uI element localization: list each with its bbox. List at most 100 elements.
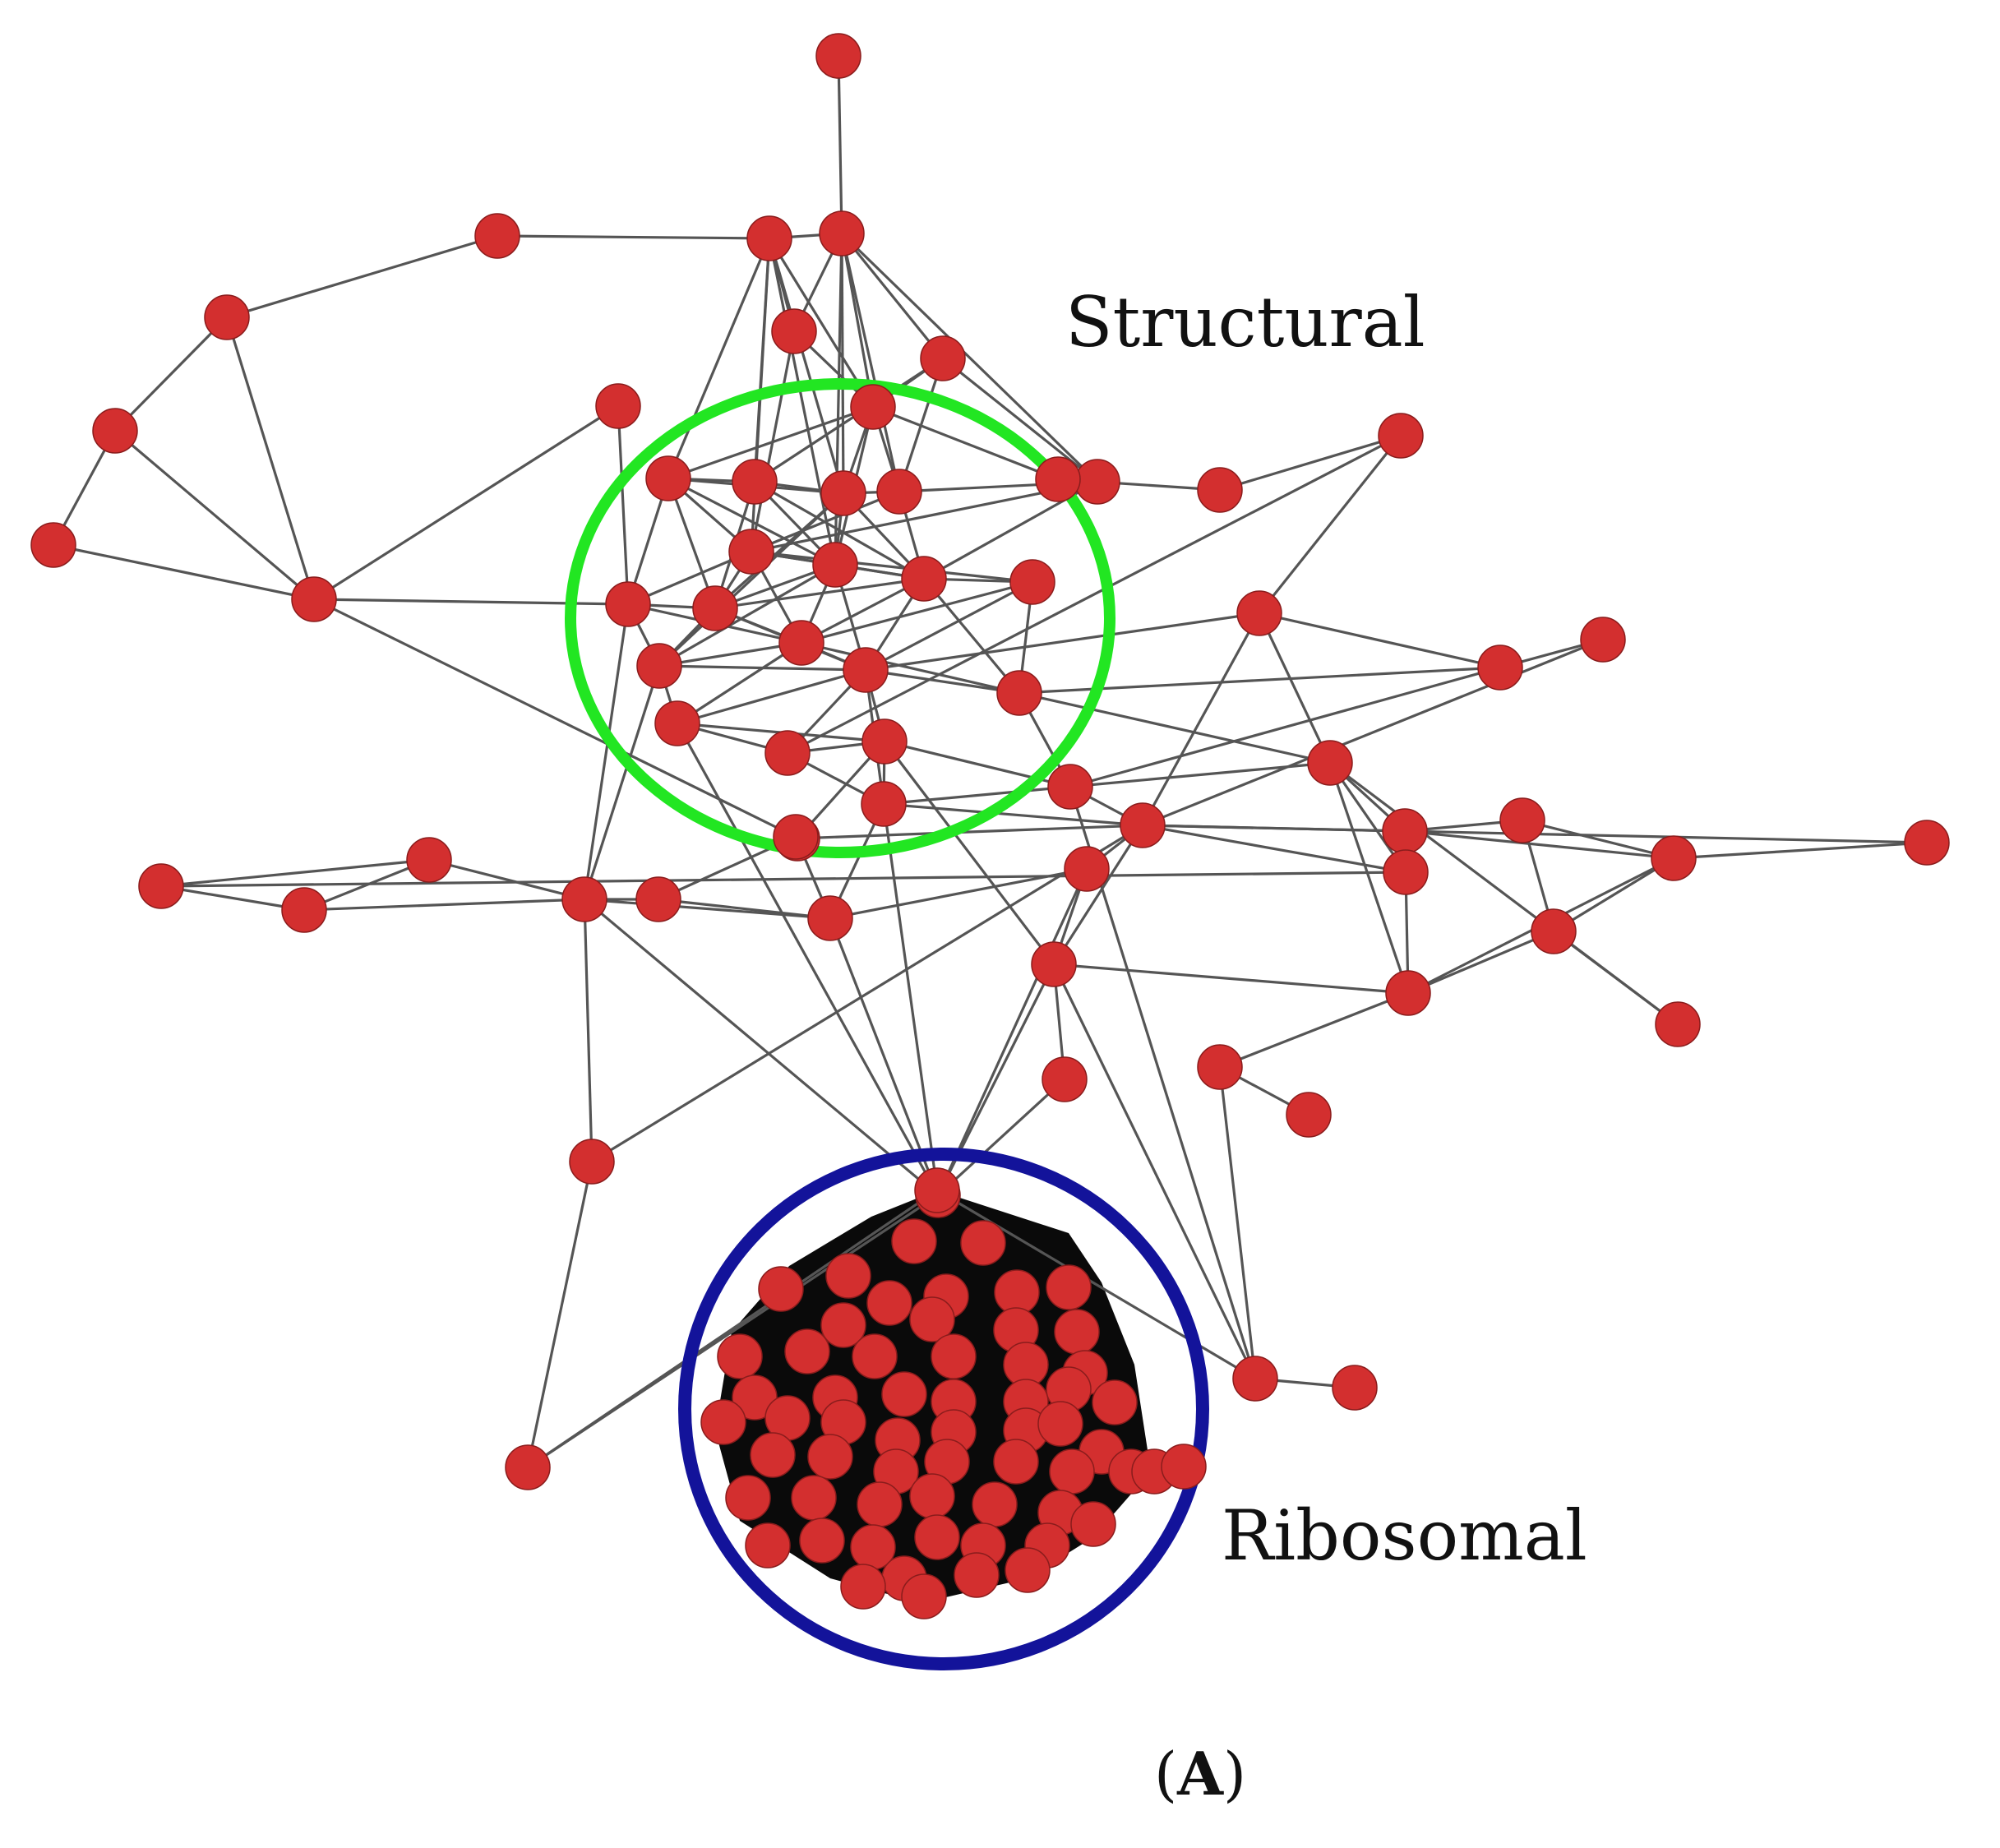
- network-node: [138, 863, 184, 909]
- network-node: [1120, 802, 1166, 848]
- network-node: [920, 335, 966, 381]
- network-edge: [313, 598, 629, 606]
- network-edge: [922, 577, 1021, 695]
- network-node: [771, 308, 817, 354]
- network-node: [791, 1475, 837, 1521]
- network-node: [1054, 1309, 1100, 1355]
- network-node: [732, 1374, 778, 1421]
- network-edge: [840, 232, 1099, 483]
- network-node: [700, 1399, 746, 1445]
- network-edge: [303, 898, 585, 912]
- network-node: [784, 1328, 830, 1374]
- network-node: [1580, 617, 1626, 663]
- network-node: [1378, 413, 1424, 459]
- network-node: [1035, 456, 1081, 502]
- network-node: [636, 643, 682, 689]
- network-edge: [591, 824, 1143, 1163]
- network-node: [773, 814, 819, 860]
- network-node: [1382, 808, 1428, 854]
- network-edge: [754, 357, 944, 483]
- network-edge: [428, 858, 585, 901]
- network-node: [901, 1573, 947, 1619]
- network-edge: [1069, 761, 1331, 788]
- network-edge: [801, 577, 925, 644]
- network-edge: [751, 480, 1098, 553]
- network-edge: [583, 899, 594, 1162]
- network-edge: [584, 898, 831, 920]
- network-edge: [1328, 762, 1410, 994]
- network-edge: [1018, 691, 1331, 765]
- network-node: [843, 647, 889, 693]
- network-node: [595, 383, 641, 429]
- network-edge: [882, 803, 940, 1196]
- network-edge: [658, 898, 831, 920]
- network-edge: [1259, 612, 1501, 669]
- network-edge: [313, 598, 797, 839]
- network-node: [1651, 835, 1697, 881]
- network-node: [204, 294, 250, 340]
- network-edge: [768, 238, 845, 494]
- network-edge: [1219, 991, 1409, 1069]
- network-edge: [1218, 1066, 1257, 1379]
- network-edge: [583, 603, 630, 900]
- network-edge: [53, 543, 315, 601]
- network-edge: [113, 316, 229, 432]
- network-edge: [829, 867, 1088, 920]
- network-edge: [667, 478, 717, 609]
- network-edge: [801, 580, 1033, 644]
- network-node: [1286, 1092, 1332, 1138]
- network-node: [778, 620, 824, 666]
- network-edge: [160, 871, 1406, 888]
- network-edge: [1258, 612, 1332, 764]
- panel-label: (A): [1154, 1739, 1247, 1809]
- network-edge: [1407, 930, 1554, 995]
- network-node: [914, 1167, 960, 1213]
- network-node: [1074, 459, 1120, 505]
- network-edge: [1141, 612, 1261, 826]
- network-edge: [883, 785, 1071, 806]
- network-edge: [714, 577, 925, 610]
- network-edge: [1053, 963, 1409, 995]
- network-edge: [658, 641, 802, 668]
- ribosomal-cluster-ring: [678, 1148, 1209, 1670]
- network-edge: [837, 55, 843, 234]
- network-edge: [1052, 825, 1144, 965]
- network-edge: [883, 802, 1143, 827]
- network-edge: [160, 858, 430, 888]
- network-edge: [160, 885, 305, 912]
- network-node: [996, 670, 1042, 716]
- network-edge: [226, 234, 498, 319]
- network-node: [876, 469, 922, 515]
- network-node: [1197, 1044, 1243, 1090]
- network-node: [861, 718, 908, 765]
- network-edge: [751, 490, 900, 553]
- network-node: [909, 1473, 955, 1519]
- network-node: [1385, 970, 1431, 1016]
- network-node: [1047, 764, 1093, 810]
- network-node: [866, 1280, 912, 1326]
- network-edge: [1219, 434, 1402, 492]
- network-node: [1197, 467, 1243, 513]
- network-node: [960, 1220, 1006, 1266]
- network-node: [799, 1518, 845, 1564]
- network-node: [1161, 1444, 1207, 1490]
- network-node: [1904, 820, 1950, 866]
- network-node: [725, 1475, 771, 1521]
- structural-cluster-label: Structural: [1065, 282, 1425, 363]
- network-node: [1307, 740, 1353, 786]
- network-node: [812, 542, 858, 588]
- network-node: [1092, 1379, 1138, 1425]
- network-node: [914, 1514, 960, 1560]
- network-node: [993, 1439, 1039, 1485]
- structural-cluster-ring: [565, 378, 1115, 858]
- network-node: [931, 1333, 977, 1379]
- network-node: [901, 556, 947, 602]
- network-node: [1655, 1001, 1701, 1047]
- network-node: [852, 1333, 898, 1379]
- network-node: [972, 1481, 1018, 1527]
- network-node: [840, 1564, 886, 1610]
- network-node: [891, 1218, 937, 1264]
- network-edge: [801, 641, 1020, 695]
